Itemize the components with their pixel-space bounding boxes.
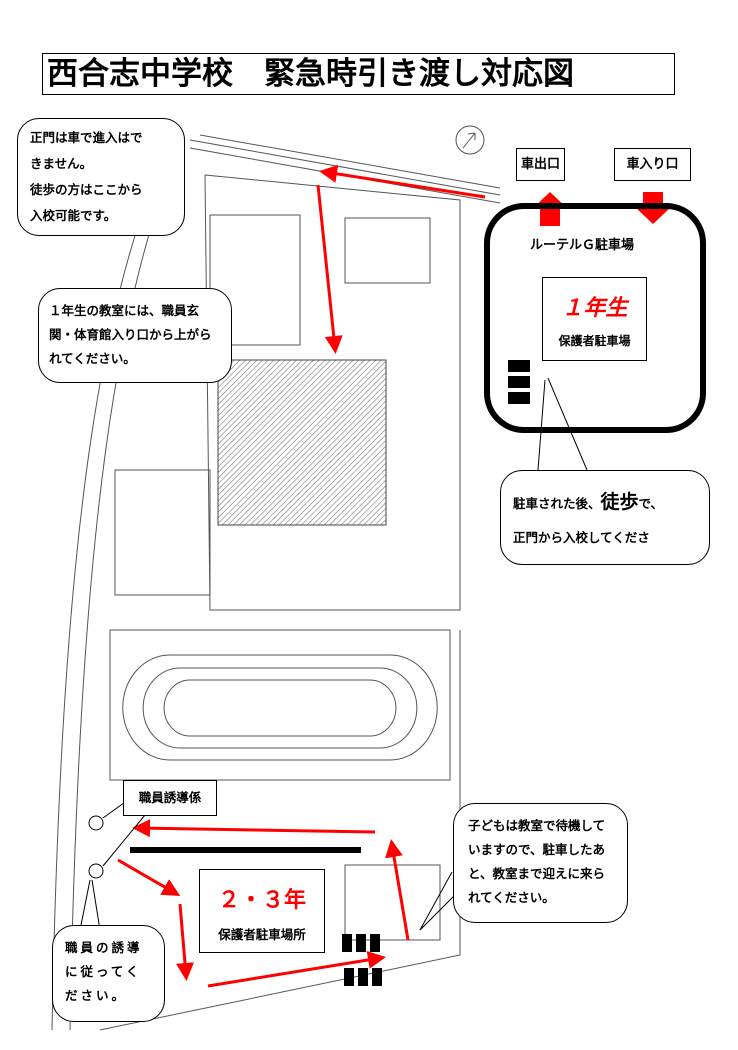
page-title: 西合志中学校 緊急時引き渡し対応図 bbox=[42, 53, 675, 95]
red-arrow bbox=[117, 858, 181, 897]
road-line bbox=[189, 139, 501, 196]
callout-follow-staff: 職員の誘導に従ってください。 bbox=[52, 925, 165, 1022]
callout-after-parking: 駐車された後、徒歩で、 正門から入校してくださ bbox=[500, 470, 710, 565]
route-arrows bbox=[117, 164, 486, 988]
callout-first-year-classroom: １年生の教室には、職員玄関・体育館入り口から上がられてください。 bbox=[38, 288, 232, 383]
first-year-lot-label: 保護者駐車場 bbox=[558, 334, 631, 348]
staff-guide-label: 職員誘導係 bbox=[123, 780, 217, 816]
callout-line: 徒歩の方はここから bbox=[30, 182, 143, 197]
red-arrow bbox=[207, 951, 386, 988]
first-year-lot-box: １年生 保護者駐車場 bbox=[542, 277, 647, 361]
callout-children-wait: 子どもは教室で待機していますので、駐車したあと、教室まで迎えに来られてください。 bbox=[453, 803, 628, 923]
car-entrance-label: 車入り口 bbox=[614, 148, 691, 181]
second-third-lot-label: 保護者駐車場所 bbox=[218, 927, 306, 942]
lutheran-lot-label: ルーテルＧ駐車場 bbox=[530, 238, 635, 253]
callout-emphasis: 徒歩 bbox=[600, 491, 639, 513]
exit-arrow-icon bbox=[533, 192, 567, 226]
red-arrow bbox=[319, 164, 486, 199]
second-third-year-label: ２・３年 bbox=[217, 888, 306, 913]
second-third-lot-box: ２・３年 保護者駐車場所 bbox=[199, 869, 325, 953]
barrier-bar bbox=[130, 847, 361, 853]
school-building bbox=[217, 359, 387, 526]
red-arrow bbox=[132, 819, 376, 838]
callout-text: 正門から入校してくださ bbox=[513, 530, 650, 545]
callout-text: で、 bbox=[638, 496, 664, 511]
red-arrow bbox=[316, 184, 343, 354]
callout-main-gate: 正門は車で進入はで きません。 徒歩の方はここから 入校可能です。 bbox=[17, 118, 185, 236]
callout-line: 入校可能です。 bbox=[30, 208, 117, 223]
car-exit-label: 車出口 bbox=[516, 148, 565, 181]
lutheran-parking-area bbox=[484, 203, 706, 433]
callout-line: 正門は車で進入はで bbox=[30, 130, 143, 145]
first-year-label: １年生 bbox=[561, 296, 628, 321]
north-compass-icon bbox=[455, 125, 485, 155]
callout-text: 駐車された後、 bbox=[513, 496, 601, 511]
callout-line: きません。 bbox=[30, 156, 93, 171]
red-arrow bbox=[176, 903, 194, 981]
staff-smiley-icon bbox=[88, 815, 104, 879]
red-arrow bbox=[385, 839, 410, 941]
